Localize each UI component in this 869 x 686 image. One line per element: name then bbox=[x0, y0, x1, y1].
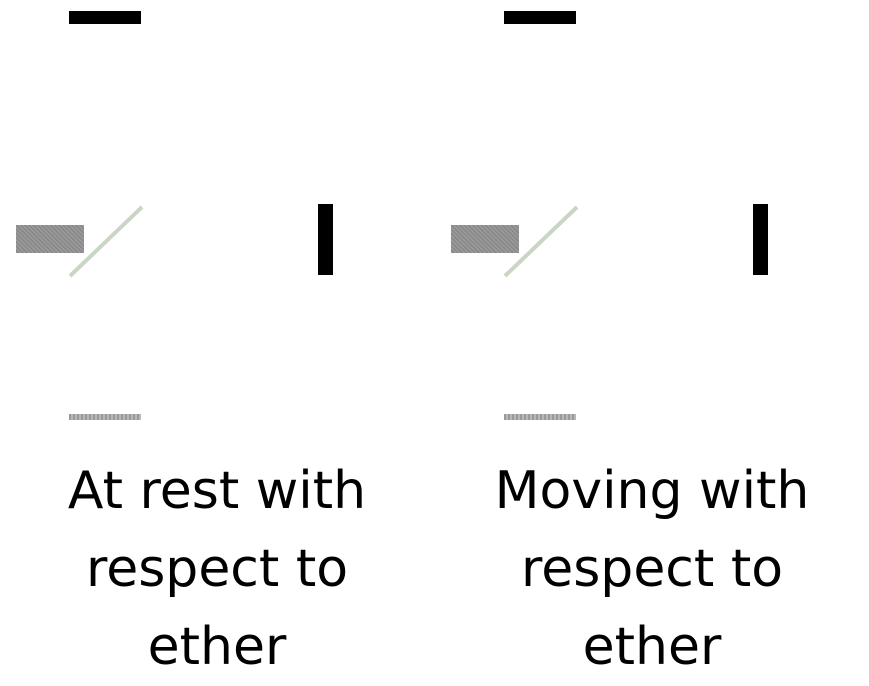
beam-splitter bbox=[503, 205, 579, 278]
detector-screen bbox=[69, 414, 141, 420]
beam-splitter bbox=[68, 205, 144, 278]
light-source bbox=[451, 225, 519, 253]
right-mirror bbox=[753, 204, 768, 275]
top-mirror bbox=[504, 11, 576, 24]
caption-line: ether bbox=[147, 617, 287, 677]
caption-line: respect to bbox=[520, 539, 784, 599]
light-source bbox=[16, 225, 84, 253]
caption-line: respect to bbox=[85, 539, 349, 599]
top-mirror bbox=[69, 11, 141, 24]
detector-screen bbox=[504, 414, 576, 420]
caption-line: Moving with bbox=[494, 461, 810, 521]
panel-caption: Moving with respect to ether bbox=[435, 452, 869, 686]
panel-caption: At rest with respect to ether bbox=[0, 452, 434, 686]
caption-line: At rest with bbox=[67, 461, 367, 521]
interferometer-moving: Moving with respect to ether bbox=[435, 0, 869, 677]
interferometer-at-rest: At rest with respect to ether bbox=[0, 0, 434, 677]
right-mirror bbox=[318, 204, 333, 275]
caption-line: ether bbox=[582, 617, 722, 677]
